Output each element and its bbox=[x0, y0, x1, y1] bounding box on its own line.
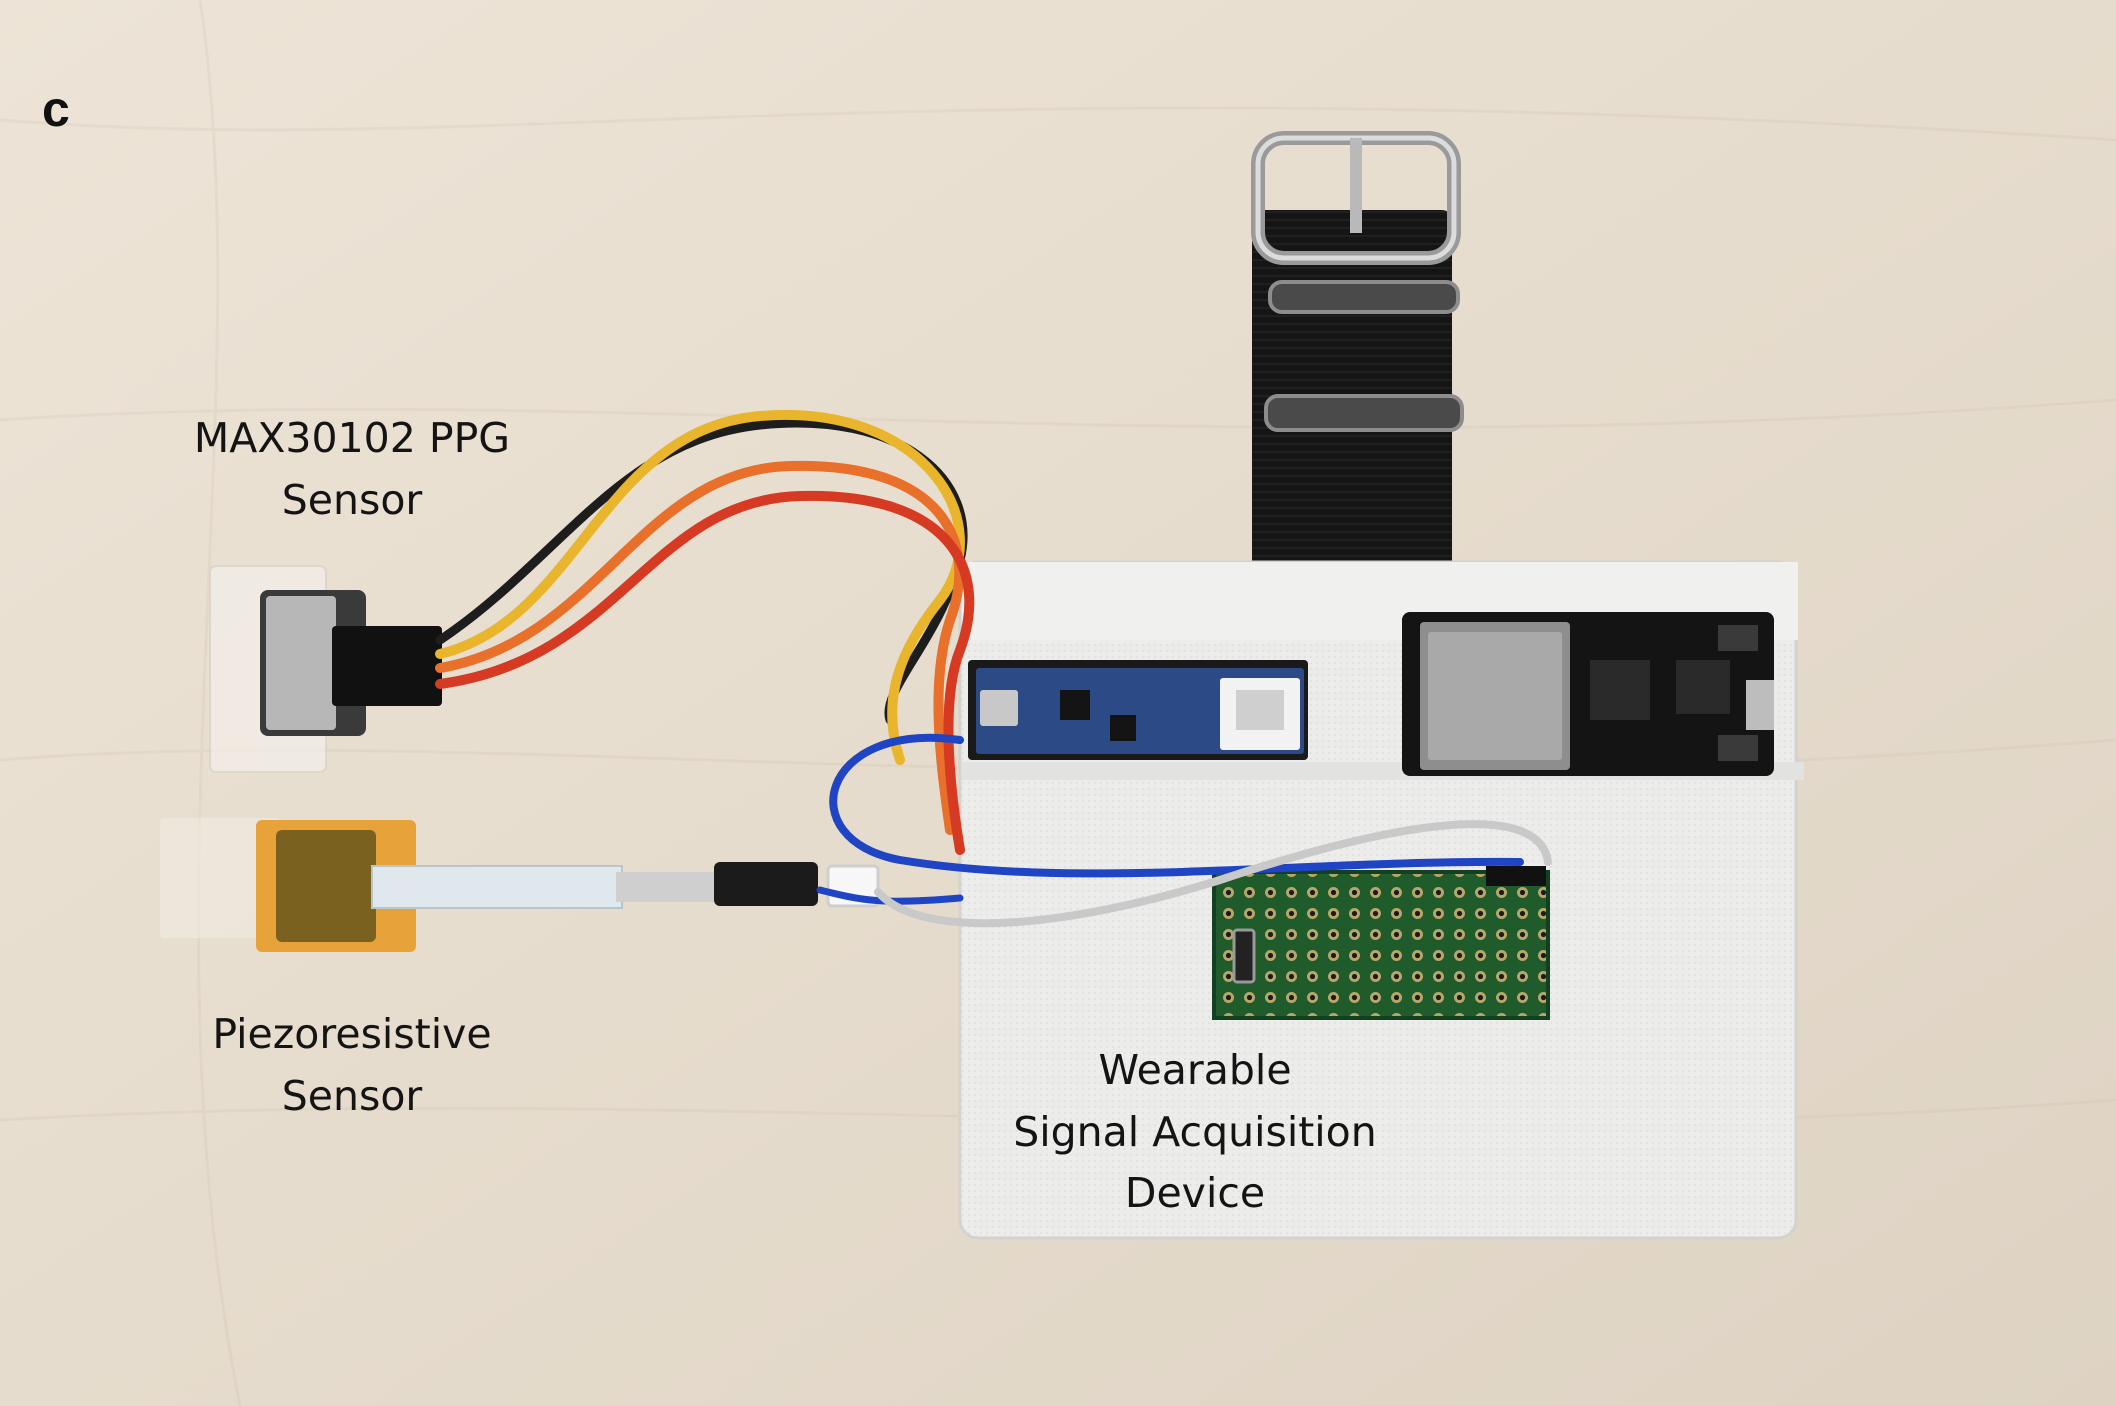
device-label-line3: Device bbox=[1124, 1169, 1266, 1217]
ppg-label-line2: Sensor bbox=[281, 475, 423, 524]
device-label-line2: Signal Acquisition bbox=[1013, 1107, 1377, 1156]
device-wires bbox=[816, 733, 1552, 928]
ppg-sensor-label: MAX30102 PPG Sensor bbox=[160, 408, 544, 531]
panel-label: c bbox=[42, 81, 70, 137]
piezo-label-line1: Piezoresistive bbox=[212, 1010, 492, 1058]
device-label: Wearable Signal Acquisition Device bbox=[960, 1040, 1430, 1225]
device-enclosure bbox=[958, 560, 1804, 1240]
device-label-line1: Wearable bbox=[1098, 1046, 1292, 1094]
ppg-wires bbox=[435, 409, 975, 855]
piezo-sensor bbox=[160, 818, 880, 952]
ppg-label-line1: MAX30102 PPG bbox=[193, 414, 511, 462]
watch-strap bbox=[1251, 131, 1464, 570]
ppg-sensor bbox=[209, 565, 442, 773]
piezo-sensor-label: Piezoresistive Sensor bbox=[170, 1004, 534, 1127]
piezo-label-line2: Sensor bbox=[281, 1071, 423, 1120]
